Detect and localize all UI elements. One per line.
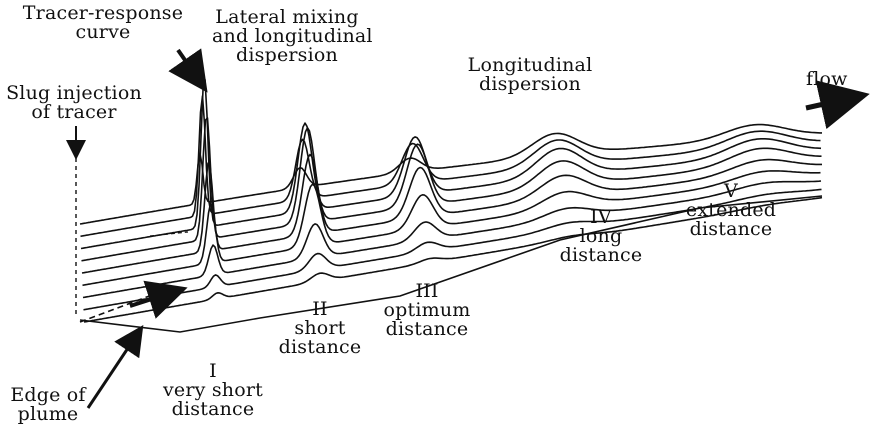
label-tracer-response-line2: curve bbox=[8, 23, 198, 42]
label-zone-1-line3: distance bbox=[158, 400, 268, 419]
label-slug-injection: Slug injection of tracer bbox=[4, 84, 144, 122]
label-zone-5: V extended distance bbox=[676, 182, 786, 239]
label-longitudinal-line2: dispersion bbox=[460, 75, 600, 94]
label-zone-1: I very short distance bbox=[158, 362, 268, 419]
label-lateral-mixing-line3: dispersion bbox=[212, 46, 362, 65]
label-zone-2-line3: distance bbox=[268, 338, 372, 357]
label-slug-line2: of tracer bbox=[4, 103, 144, 122]
label-flow-text: flow bbox=[806, 70, 848, 89]
label-zone-2: II short distance bbox=[268, 300, 372, 357]
plume-direction-arrow bbox=[130, 290, 180, 306]
label-zone-3-line3: distance bbox=[372, 320, 482, 339]
label-lateral-mixing: Lateral mixing and longitudinal dispersi… bbox=[212, 8, 362, 65]
edge-of-plume-arrow bbox=[88, 330, 140, 408]
label-longitudinal-dispersion: Longitudinal dispersion bbox=[460, 56, 600, 94]
label-zone-3: III optimum distance bbox=[372, 282, 482, 339]
label-edge-of-plume: Edge of plume bbox=[2, 386, 94, 424]
label-flow: flow bbox=[806, 70, 848, 89]
flow-arrow bbox=[806, 96, 860, 108]
label-zone-4: IV long distance bbox=[546, 208, 656, 265]
tracer-response-arrow bbox=[178, 50, 203, 86]
label-edge-line2: plume bbox=[2, 405, 94, 424]
label-tracer-response-curve: Tracer-response curve bbox=[8, 4, 198, 42]
label-zone-4-line3: distance bbox=[546, 246, 656, 265]
label-zone-5-line3: distance bbox=[676, 220, 786, 239]
